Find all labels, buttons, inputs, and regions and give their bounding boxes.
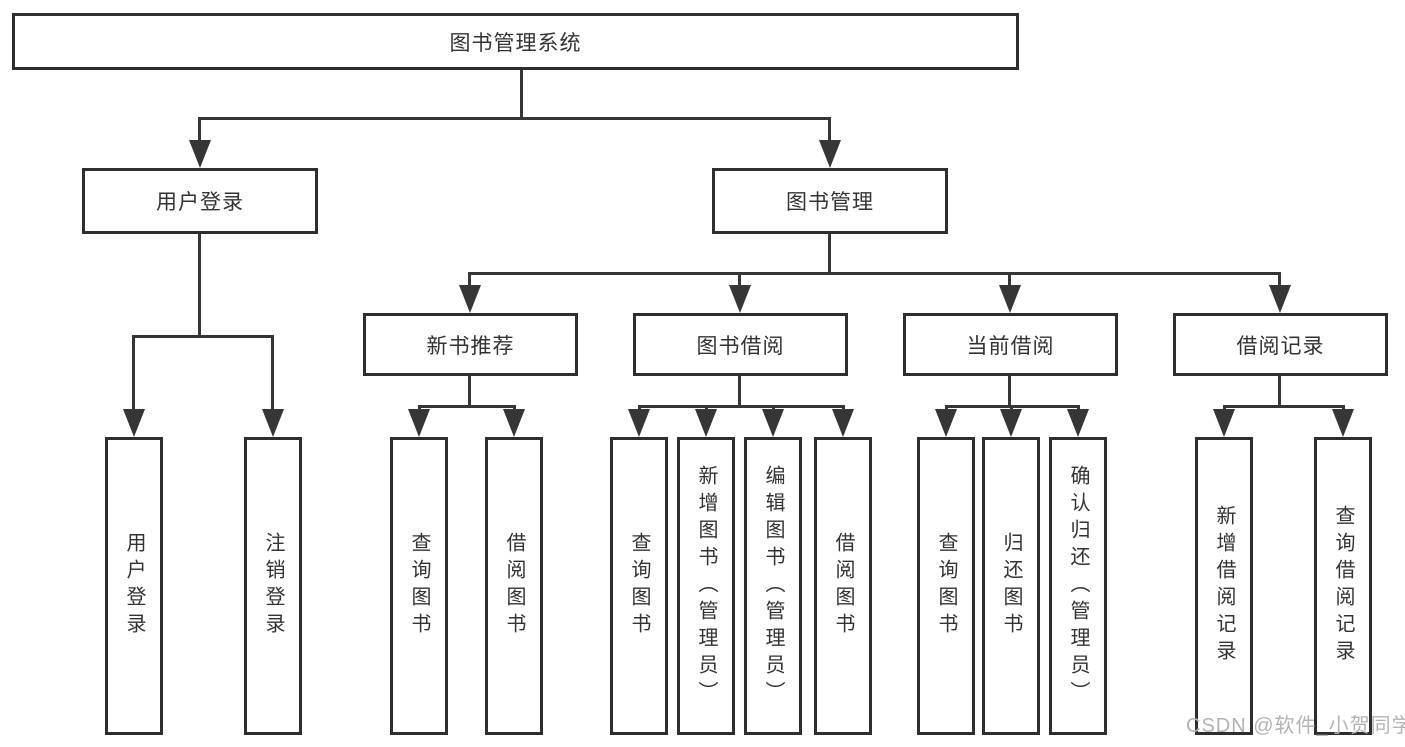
connector-line <box>1278 376 1281 406</box>
node-label: 新增借阅记录 <box>1213 505 1235 667</box>
connector-line <box>198 118 201 142</box>
arrow-down-icon <box>1067 409 1089 437</box>
connector-line <box>132 336 135 410</box>
leaf-current-query-books: 查询图书 <box>917 437 975 735</box>
arrow-down-icon <box>262 409 284 437</box>
node-label: 查询图书 <box>408 532 430 640</box>
arrow-down-icon <box>819 140 841 168</box>
node-book-borrowing: 图书借阅 <box>633 313 848 376</box>
arrow-down-icon <box>729 285 751 313</box>
connector-line <box>738 273 741 287</box>
arrow-down-icon <box>1269 285 1291 313</box>
connector-line <box>468 273 471 287</box>
connector-line <box>1278 273 1281 287</box>
arrow-down-icon <box>123 409 145 437</box>
leaf-newbook-query-books: 查询图书 <box>390 437 448 735</box>
connector-line <box>738 376 741 406</box>
node-borrow-records: 借阅记录 <box>1173 313 1388 376</box>
node-book-management: 图书管理 <box>712 168 948 234</box>
arrow-down-icon <box>459 285 481 313</box>
connector-line <box>828 118 831 142</box>
connector-line <box>132 335 274 338</box>
connector-line <box>468 376 471 406</box>
leaf-records-add-record: 新增借阅记录 <box>1195 437 1253 735</box>
node-current-borrowing: 当前借阅 <box>903 313 1118 376</box>
connector-line <box>828 234 831 274</box>
leaf-borrowing-add-books-admin: 新增图书（管理员） <box>677 437 735 735</box>
arrow-down-icon <box>189 140 211 168</box>
arrow-down-icon <box>762 409 784 437</box>
node-label: 归还图书 <box>1000 532 1022 640</box>
arrow-down-icon <box>1332 409 1354 437</box>
leaf-borrowing-borrow-books: 借阅图书 <box>814 437 872 735</box>
node-label: 当前借阅 <box>966 334 1055 358</box>
connector-line <box>198 234 201 336</box>
connector-line <box>1008 376 1011 406</box>
leaf-current-return-books: 归还图书 <box>982 437 1040 735</box>
node-label: 查询图书 <box>935 532 957 640</box>
leaf-logout: 注销登录 <box>244 437 302 735</box>
node-user-login: 用户登录 <box>82 168 318 234</box>
connector-line <box>418 405 516 408</box>
connector-line <box>1008 273 1011 287</box>
leaf-records-query-record: 查询借阅记录 <box>1314 437 1372 735</box>
node-label: 用户登录 <box>123 532 145 640</box>
arrow-down-icon <box>999 285 1021 313</box>
leaf-newbook-borrow-books: 借阅图书 <box>485 437 543 735</box>
arrow-down-icon <box>503 409 525 437</box>
node-label: 编辑图书（管理员） <box>762 464 784 708</box>
connector-line <box>468 272 1281 275</box>
node-label: 查询借阅记录 <box>1332 505 1354 667</box>
node-label: 借阅图书 <box>503 532 525 640</box>
arrow-down-icon <box>408 409 430 437</box>
node-root: 图书管理系统 <box>12 13 1019 70</box>
leaf-user-login: 用户登录 <box>105 437 163 735</box>
arrow-down-icon <box>695 409 717 437</box>
leaf-borrowing-edit-books-admin: 编辑图书（管理员） <box>744 437 802 735</box>
connector-line <box>520 70 523 118</box>
node-label: 图书管理系统 <box>449 31 582 55</box>
csdn-watermark: CSDN @软件_小贺同学 <box>1186 715 1405 737</box>
node-label: 新增图书（管理员） <box>695 464 717 708</box>
connector-line <box>1223 405 1345 408</box>
node-label: 查询图书 <box>628 532 650 640</box>
node-label: 图书管理 <box>786 191 874 214</box>
node-label: 注销登录 <box>262 532 284 640</box>
node-label: 借阅图书 <box>832 532 854 640</box>
arrow-down-icon <box>1213 409 1235 437</box>
leaf-borrowing-query-books: 查询图书 <box>610 437 668 735</box>
node-label: 图书借阅 <box>696 334 785 358</box>
arrow-down-icon <box>628 409 650 437</box>
arrow-down-icon <box>935 409 957 437</box>
node-label: 借阅记录 <box>1236 334 1325 358</box>
connector-line <box>271 336 274 410</box>
connector-line <box>638 405 845 408</box>
arrow-down-icon <box>832 409 854 437</box>
node-label: 确认归还（管理员） <box>1067 464 1089 708</box>
arrow-down-icon <box>1000 409 1022 437</box>
leaf-current-confirm-return-admin: 确认归还（管理员） <box>1049 437 1107 735</box>
node-label: 用户登录 <box>156 191 244 214</box>
node-new-book-recommend: 新书推荐 <box>363 313 578 376</box>
connector-line <box>198 117 831 120</box>
node-label: 新书推荐 <box>426 334 515 358</box>
